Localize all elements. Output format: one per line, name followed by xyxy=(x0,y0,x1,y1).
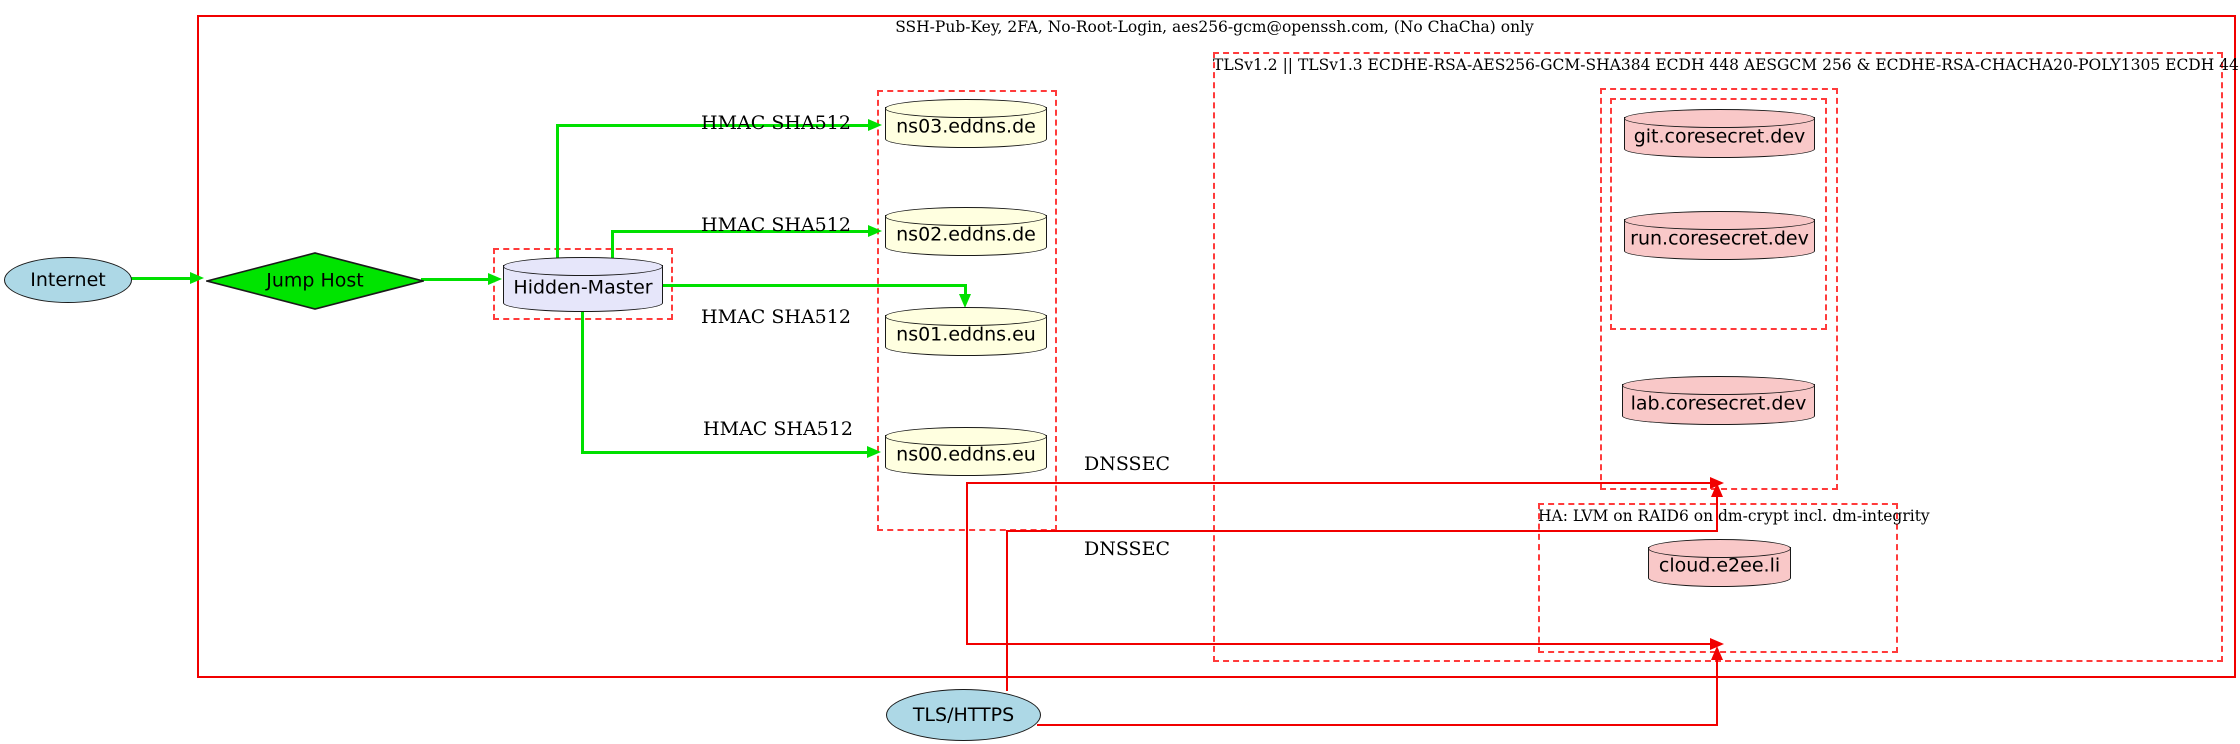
edge-label-hmac-ns01: HMAC SHA512 xyxy=(701,306,851,328)
edge-dnssec-coresecret-horizontal xyxy=(966,482,1714,484)
node-git: git.coresecret.dev xyxy=(1624,109,1815,158)
node-internet-label: Internet xyxy=(30,269,106,291)
node-jump-host: Jump Host xyxy=(206,252,424,310)
arrowhead-right-icon xyxy=(488,273,502,285)
arrowhead-up-icon xyxy=(1711,483,1723,497)
arrowhead-up-icon xyxy=(1711,646,1723,660)
node-lab-label: lab.coresecret.dev xyxy=(1630,392,1807,415)
node-jump-host-label: Jump Host xyxy=(266,269,364,292)
node-ns02-label: ns02.eddns.de xyxy=(896,223,1036,246)
cylinder-top xyxy=(885,99,1047,118)
edge-hm-ns00-vertical xyxy=(581,312,584,454)
node-ns03: ns03.eddns.de xyxy=(885,99,1047,148)
node-ns00: ns00.eddns.eu xyxy=(885,427,1047,476)
node-ns02: ns02.eddns.de xyxy=(885,207,1047,256)
edge-tls-ha-vertical xyxy=(1716,659,1718,725)
edge-jumphost-hiddenmaster xyxy=(421,278,490,281)
cylinder-top xyxy=(885,307,1047,326)
edge-dnssec-ha-horizontal xyxy=(966,643,1714,645)
edge-label-dnssec-coresecret: DNSSEC xyxy=(1084,453,1170,475)
node-hidden-master-label: Hidden-Master xyxy=(513,276,653,299)
cluster-ssh-box xyxy=(197,15,2236,678)
cylinder-top xyxy=(885,427,1047,446)
cluster-ssh-label: SSH-Pub-Key, 2FA, No-Root-Login, aes256-… xyxy=(895,18,1534,36)
diamond-shape-icon xyxy=(206,252,424,310)
edge-label-hmac-ns02: HMAC SHA512 xyxy=(701,214,851,236)
cylinder-top xyxy=(1648,539,1791,558)
edge-tls-coresecret-vertical2 xyxy=(1716,496,1718,532)
edge-hm-ns00-horizontal xyxy=(581,451,869,454)
edge-hm-ns03-horizontal xyxy=(556,124,869,127)
cylinder-top xyxy=(1622,376,1815,395)
edge-label-dnssec-ha: DNSSEC xyxy=(1084,538,1170,560)
edge-tls-coresecret-horizontal xyxy=(1006,530,1718,532)
node-ns01: ns01.eddns.eu xyxy=(885,307,1047,356)
cluster-coresecret-inner-box xyxy=(1610,98,1827,330)
cluster-tls-box xyxy=(1213,52,2223,662)
node-cloud-label: cloud.e2ee.li xyxy=(1658,554,1781,577)
cluster-ha-label: HA: LVM on RAID6 on dm-crypt incl. dm-in… xyxy=(1538,507,1930,525)
node-git-label: git.coresecret.dev xyxy=(1633,125,1806,148)
cylinder-top xyxy=(1624,109,1815,128)
arrowhead-right-icon xyxy=(867,446,881,458)
edge-tls-ha-horizontal xyxy=(1037,724,1718,726)
cylinder-top xyxy=(885,207,1047,226)
node-run-label: run.coresecret.dev xyxy=(1630,227,1809,250)
cluster-tls-label: TLSv1.2 || TLSv1.3 ECDHE-RSA-AES256-GCM-… xyxy=(1213,56,2240,74)
edge-tls-coresecret-vertical1 xyxy=(1006,531,1008,691)
edge-hm-ns02-vertical xyxy=(611,230,614,258)
node-cloud: cloud.e2ee.li xyxy=(1648,539,1791,587)
edge-hm-ns02-horizontal xyxy=(611,230,869,233)
arrowhead-right-icon xyxy=(190,272,204,284)
edge-label-hmac-ns00: HMAC SHA512 xyxy=(703,418,853,440)
node-tls-https-label: TLS/HTTPS xyxy=(912,704,1015,726)
edge-hm-ns03-vertical xyxy=(556,124,559,259)
node-internet: Internet xyxy=(4,257,132,303)
node-hidden-master: Hidden-Master xyxy=(503,257,663,312)
cylinder-top xyxy=(1624,211,1815,230)
edge-dnssec-coresecret-vertical xyxy=(966,484,968,532)
edge-hm-ns01-horizontal xyxy=(662,284,967,287)
node-tls-https: TLS/HTTPS xyxy=(886,689,1041,741)
node-ns01-label: ns01.eddns.eu xyxy=(896,323,1036,346)
arrowhead-down-icon xyxy=(959,294,971,308)
arrowhead-right-icon xyxy=(868,119,882,131)
cylinder-top xyxy=(503,257,663,276)
edge-internet-jumphost xyxy=(130,277,191,280)
node-ns00-label: ns00.eddns.eu xyxy=(896,443,1036,466)
edge-label-hmac-ns03: HMAC SHA512 xyxy=(701,112,851,134)
edge-hm-ns01-vertical xyxy=(964,284,967,296)
arrowhead-right-icon xyxy=(868,225,882,237)
node-lab: lab.coresecret.dev xyxy=(1622,376,1815,425)
node-ns03-label: ns03.eddns.de xyxy=(896,115,1036,138)
node-run: run.coresecret.dev xyxy=(1624,211,1815,260)
edge-dnssec-ha-vertical xyxy=(966,531,968,645)
